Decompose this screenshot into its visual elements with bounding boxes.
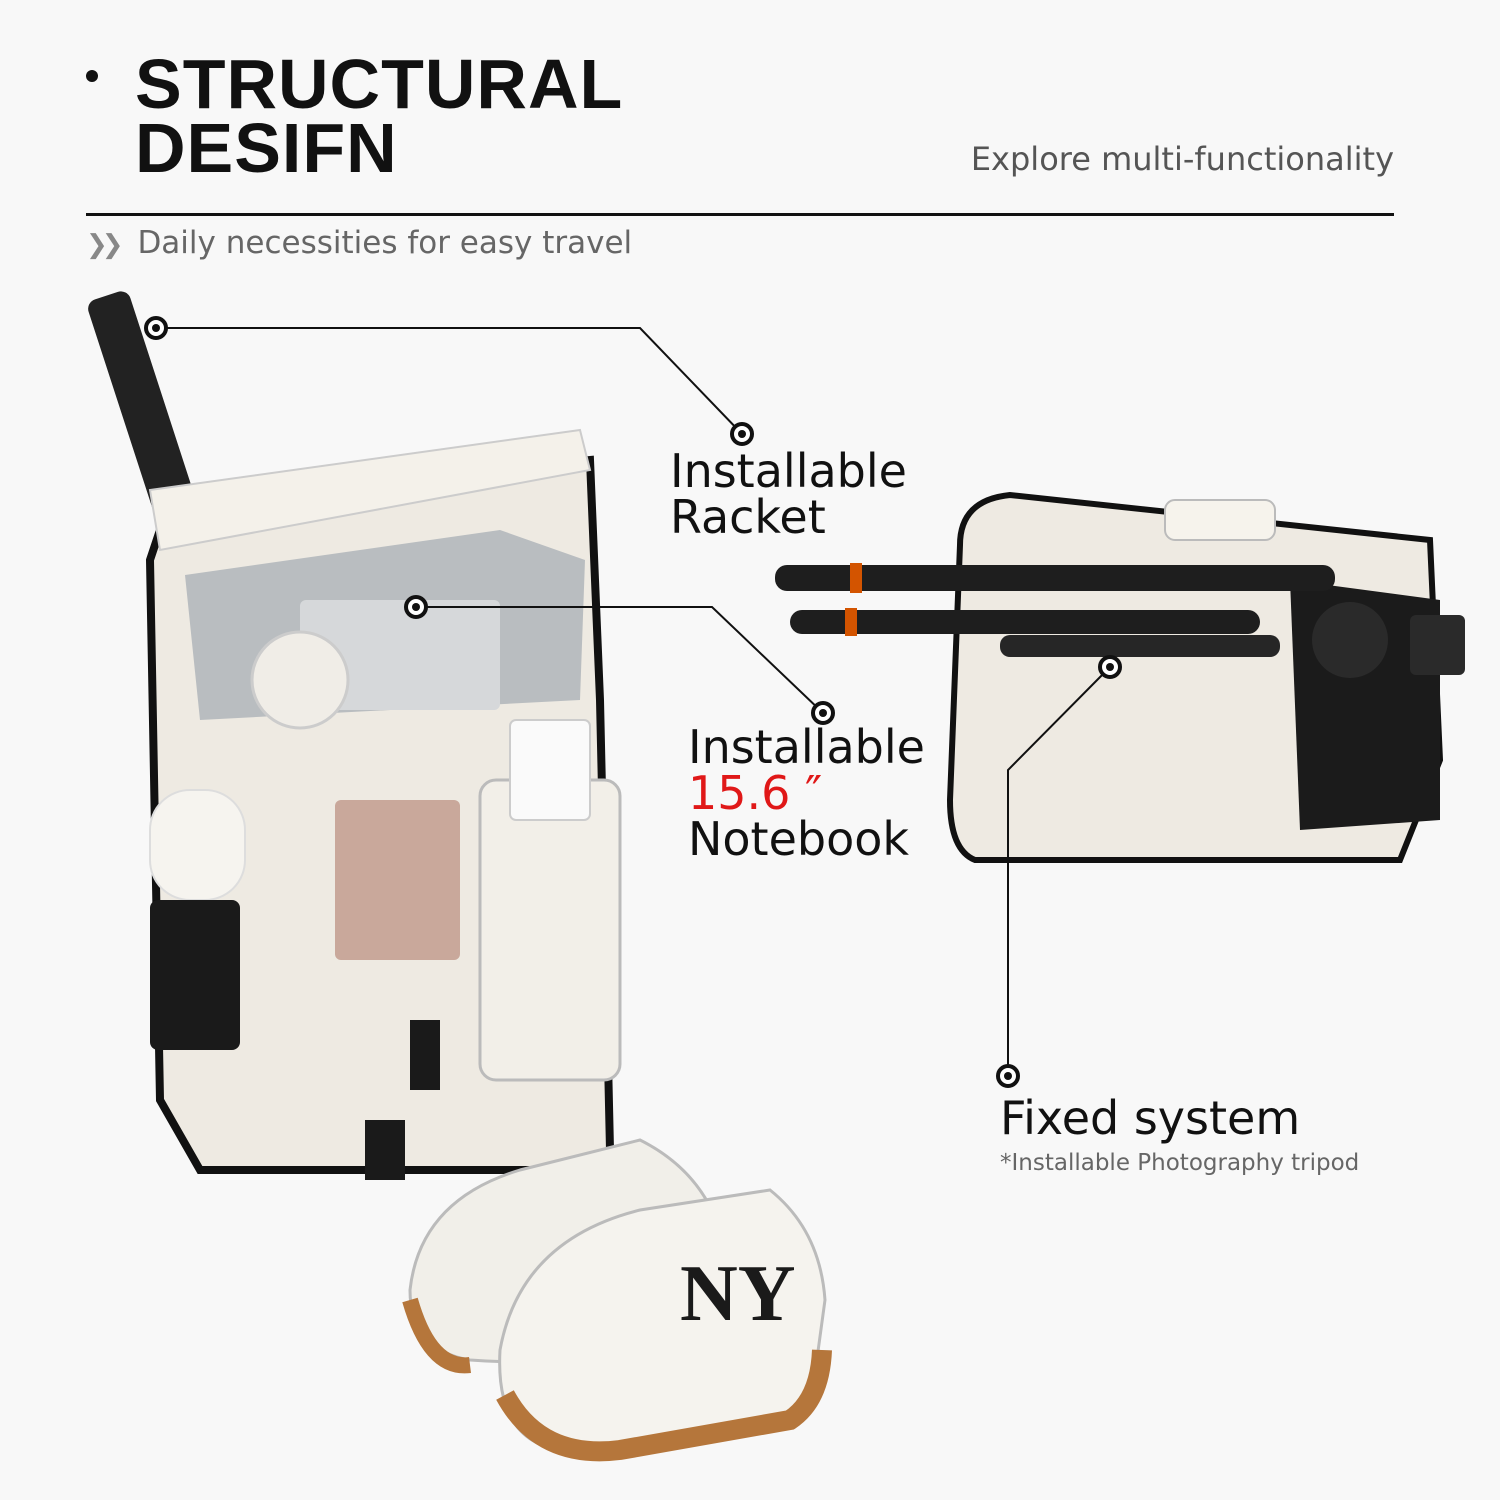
subtitle: Explore multi-functionality (970, 140, 1394, 178)
callout-dots (144, 316, 1122, 1088)
title-line-2: DESIFN (135, 109, 398, 187)
callout-fixed-system: Fixed system (1000, 1091, 1301, 1145)
callout-lines (156, 327, 1111, 1076)
tagline: ❯❯ Daily necessities for easy travel (86, 225, 632, 261)
notebook-line-3: Notebook (688, 812, 910, 866)
title-bullet (86, 70, 98, 82)
page-title: STRUCTURAL DESIFN (135, 45, 624, 187)
backpack-illustration (145, 428, 622, 1180)
sneakers-illustration: NY (402, 1138, 832, 1462)
tripod-bag-illustration (775, 491, 1465, 863)
double-chevron-right-icon: ❯❯ (86, 230, 123, 260)
title-line-1: STRUCTURAL (135, 45, 624, 123)
header-divider (86, 213, 1394, 216)
callout-notebook: Installable 15.6 ″ Notebook (688, 724, 925, 862)
racket-line-1: Installable (670, 444, 907, 498)
notebook-size: 15.6 ″ (688, 766, 823, 820)
notebook-line-1: Installable (688, 720, 925, 774)
fixed-system-note: *Installable Photography tripod (1000, 1150, 1360, 1176)
callout-racket: Installable Racket (670, 448, 907, 540)
svg-text:NY: NY (680, 1250, 796, 1338)
racket-line-2: Racket (670, 490, 826, 544)
tagline-text: Daily necessities for easy travel (137, 225, 633, 261)
racket-handle (88, 291, 196, 519)
